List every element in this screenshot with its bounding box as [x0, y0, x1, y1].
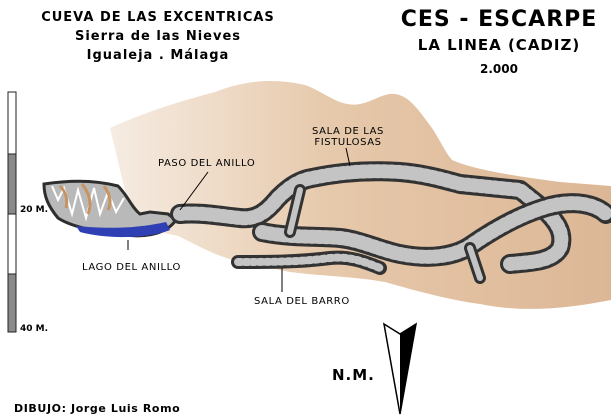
label-sala-de-las: SALA DE LAS: [312, 126, 384, 137]
organization-block: CES - ESCARPE LA LINEA (CADIZ) 2.000: [399, 6, 599, 82]
scale-bar: [7, 91, 17, 333]
scale-label-20: 20 M.: [20, 205, 49, 215]
title-block: CUEVA DE LAS EXCENTRICAS Sierra de las N…: [28, 8, 288, 65]
scale-label-40: 40 M.: [20, 324, 49, 334]
cave-name: CUEVA DE LAS EXCENTRICAS: [41, 10, 275, 25]
label-lago-del-anillo: LAGO DEL ANILLO: [82, 262, 181, 273]
entrance-chamber: [42, 179, 179, 238]
range-name: Sierra de las Nieves: [74, 29, 242, 44]
cave-number: 2.000: [480, 62, 518, 76]
terrain-massif: [110, 80, 611, 309]
club-name: CES - ESCARPE: [400, 7, 598, 32]
label-sala-de-las-fistulosas: SALA DE LAS FISTULOSAS: [312, 126, 384, 148]
cave-passages: [170, 161, 611, 284]
north-arrow-icon: [382, 322, 418, 415]
lake: [76, 222, 170, 238]
north-arrow-label: N.M.: [332, 366, 375, 384]
label-fistulosas: FISTULOSAS: [314, 137, 382, 148]
label-sala-del-barro: SALA DEL BARRO: [254, 296, 350, 307]
drawing-credit: DIBUJO: Jorge Luis Romo: [14, 402, 181, 415]
leader-lines: [127, 147, 351, 292]
club-town: LA LINEA (CADIZ): [417, 36, 581, 54]
location-name: Igualeja . Málaga: [86, 48, 230, 63]
label-paso-del-anillo: PASO DEL ANILLO: [158, 158, 256, 169]
